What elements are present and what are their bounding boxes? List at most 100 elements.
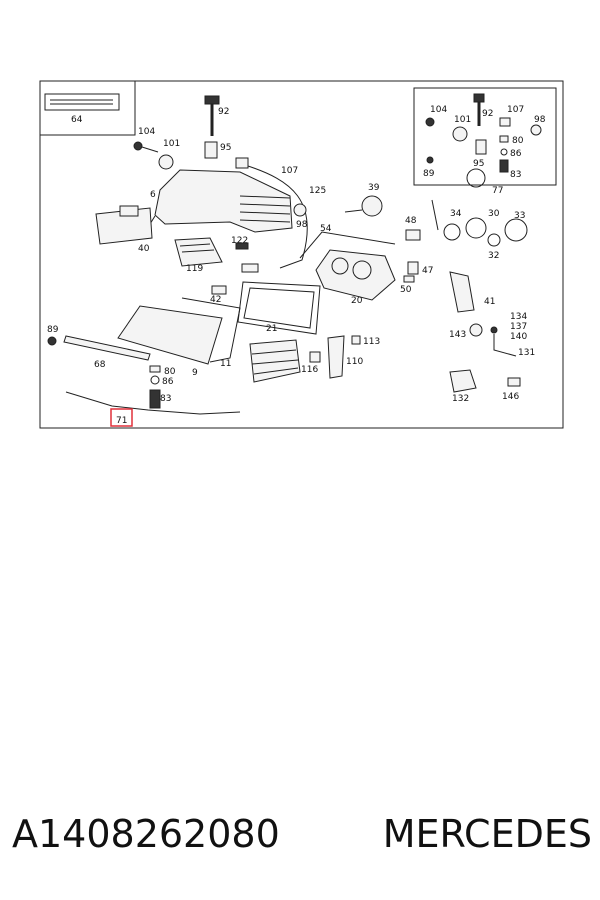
label-34: 34	[450, 209, 462, 219]
part-104-screw	[133, 141, 143, 151]
label-48: 48	[405, 216, 417, 226]
label-86: 86	[162, 377, 174, 387]
label-137: 137	[510, 322, 527, 332]
label-33: 33	[514, 211, 525, 221]
inset-part-104-screw	[425, 117, 435, 127]
part-131-cable	[493, 334, 517, 357]
inset-part-77-tool-icon	[466, 168, 486, 188]
inset-part-92-bolt	[473, 93, 485, 103]
part-110-bracket	[327, 335, 345, 379]
inset-part-89-screw	[426, 156, 434, 164]
label-64: 64	[71, 115, 83, 125]
part-119-module	[174, 237, 223, 267]
inset-label-77: 77	[492, 186, 503, 196]
part-54-trim	[299, 231, 396, 259]
part-50-bulb	[403, 275, 415, 283]
label-98: 98	[296, 220, 308, 230]
part-64-plate	[44, 93, 120, 111]
part-48-bulb	[405, 229, 421, 241]
label-116: 116	[301, 365, 318, 375]
inset-label-92: 92	[482, 109, 493, 119]
label-42: 42	[210, 295, 221, 305]
part-number: A1408262080	[12, 812, 280, 856]
inset-box	[413, 87, 557, 186]
caption: A1408262080 MERCEDES	[12, 806, 592, 862]
part-11-seal	[181, 297, 241, 363]
inset-label-86: 86	[510, 149, 522, 159]
label-134: 134	[510, 312, 527, 322]
part-83-bolt	[149, 389, 161, 409]
part-146-bulb	[507, 377, 521, 387]
part-101-bulb-socket	[158, 154, 174, 170]
label-107: 107	[281, 166, 298, 176]
part-6-headlamp	[154, 169, 293, 233]
part-42-clip	[211, 285, 227, 295]
label-71: 71	[116, 416, 127, 426]
part-33-cover	[504, 218, 528, 242]
label-21: 21	[266, 324, 277, 334]
label-9: 9	[192, 368, 198, 378]
label-6: 6	[150, 190, 156, 200]
part-9-lens	[117, 305, 223, 365]
part-71-seal	[65, 391, 241, 415]
label-122: 122	[231, 236, 248, 246]
part-95-clip	[204, 141, 218, 159]
inset-label-98: 98	[534, 115, 546, 125]
label-40: 40	[138, 244, 150, 254]
part-89-screw	[47, 336, 57, 346]
label-39: 39	[368, 183, 380, 193]
part-86-washer	[150, 375, 160, 385]
part-80-nut	[149, 365, 161, 373]
inset-part-86-washer	[500, 148, 508, 156]
label-32: 32	[488, 251, 499, 261]
label-140: 140	[510, 332, 527, 342]
part-labels: 92 104 101 95 107 6 125 39 98 40 122 119…	[47, 105, 546, 426]
label-104: 104	[138, 127, 155, 137]
label-132: 132	[452, 394, 469, 404]
label-41: 41	[484, 297, 495, 307]
inset-part-83-bolt	[499, 159, 509, 173]
label-89: 89	[47, 325, 59, 335]
inset-label-89: 89	[423, 169, 435, 179]
part-132-indicator	[449, 369, 477, 393]
inset-label-107: 107	[507, 105, 524, 115]
label-125: 125	[309, 186, 326, 196]
part-68-strip	[63, 335, 151, 361]
inset-part-101-socket	[452, 126, 468, 142]
inset-label-83: 83	[510, 170, 521, 180]
part-143-grommet	[469, 323, 483, 337]
label-92: 92	[218, 107, 229, 117]
label-131: 131	[518, 348, 535, 358]
parts-diagram: 64	[39, 80, 564, 429]
label-47: 47	[422, 266, 433, 276]
part-32-seal	[487, 233, 501, 247]
label-113: 113	[363, 337, 380, 347]
part-34-ring	[443, 223, 461, 241]
inset-part-107-connector	[499, 117, 511, 127]
label-20: 20	[351, 296, 363, 306]
part-41-igniter	[449, 271, 475, 313]
part-47-bulb	[407, 261, 419, 275]
label-101: 101	[163, 139, 180, 149]
inset-part-80-nut	[499, 135, 509, 143]
part-92-bolt	[204, 95, 220, 105]
part-20-housing	[315, 249, 396, 301]
label-80: 80	[164, 367, 176, 377]
inset-label-104: 104	[430, 105, 447, 115]
inset-part-95-clip	[475, 139, 487, 155]
label-68: 68	[94, 360, 106, 370]
label-146: 146	[502, 392, 519, 402]
part-113-clip	[351, 335, 361, 345]
part-107-connector	[235, 157, 249, 169]
brand-name: MERCEDES	[382, 812, 592, 856]
part-134-nut	[490, 326, 498, 334]
label-83: 83	[160, 394, 171, 404]
label-30: 30	[488, 209, 500, 219]
inset-label-95: 95	[473, 159, 484, 169]
label-119: 119	[186, 264, 203, 274]
part-39-motor	[361, 195, 383, 217]
label-54: 54	[320, 224, 332, 234]
inset-label-101: 101	[454, 115, 471, 125]
label-95: 95	[220, 143, 231, 153]
inset-part-98-bulb	[530, 124, 542, 136]
